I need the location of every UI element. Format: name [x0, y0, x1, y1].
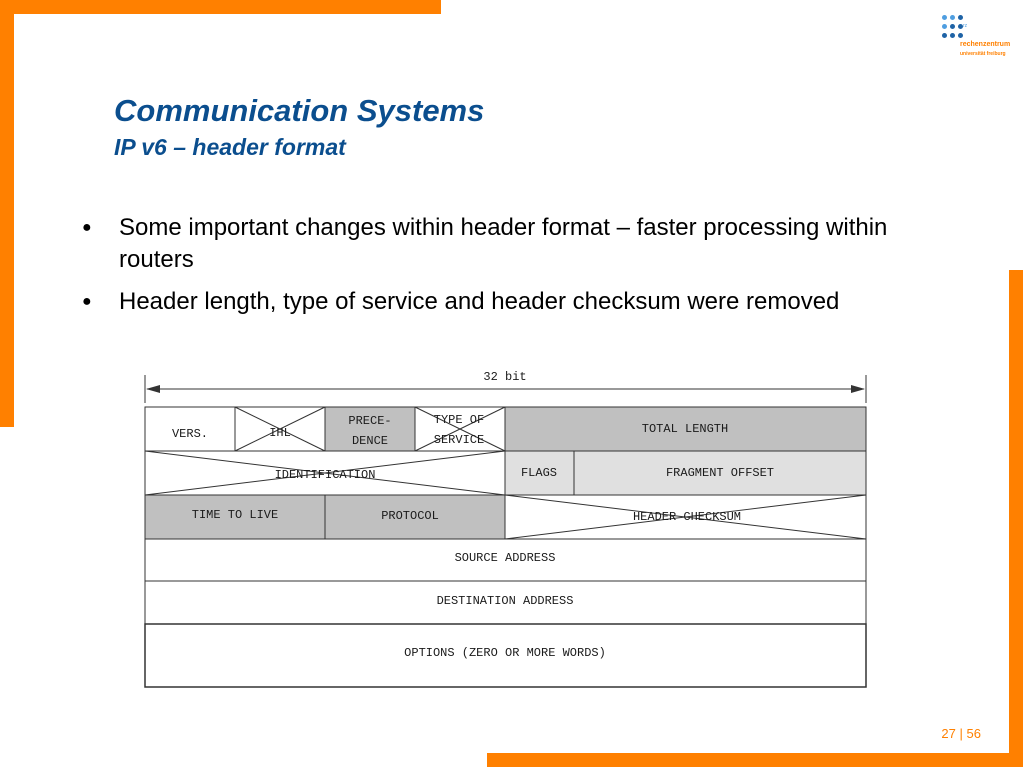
field-protocol-label: PROTOCOL — [381, 509, 439, 523]
bullet-text: Some important changes within header for… — [119, 214, 888, 273]
field-destination-address-label: DESTINATION ADDRESS — [437, 594, 574, 608]
field-source-address — [144, 538, 867, 582]
ip-header-diagram: 32 bit VERS. IHL PRECE- DENCE TYPE OF SE… — [144, 370, 867, 688]
field-ihl-label: IHL — [269, 426, 291, 440]
field-total-length-label: TOTAL LENGTH — [642, 422, 728, 436]
field-total-length — [504, 406, 867, 452]
page-separator: | — [959, 726, 963, 741]
field-vers — [144, 406, 236, 452]
field-destination-address — [144, 580, 867, 625]
logo-rz-label: rz — [963, 23, 968, 29]
field-precedence — [324, 406, 416, 452]
field-source-address-label: SOURCE ADDRESS — [455, 551, 556, 565]
dimension-arrow-right-icon — [851, 385, 865, 393]
field-fragment-offset — [573, 450, 867, 496]
field-protocol — [324, 494, 506, 540]
field-vers-label: VERS. — [172, 427, 208, 441]
field-flags — [504, 450, 575, 496]
field-flags-label: FLAGS — [521, 466, 557, 480]
field-identification-label: IDENTIFICATION — [275, 468, 376, 482]
field-identification-strike — [144, 450, 506, 496]
field-tos-label: SERVICE — [434, 433, 484, 447]
page-current: 27 — [941, 726, 956, 741]
field-precedence-label: PRECE- — [348, 414, 391, 428]
top-accent-bar — [0, 0, 441, 14]
logo-subname: universität freiburg — [960, 51, 1006, 57]
field-time-to-live-label: TIME TO LIVE — [192, 508, 278, 522]
rechenzentrum-logo: rz rechenzentrum universität freiburg — [938, 14, 1011, 64]
field-precedence-label: DENCE — [352, 434, 388, 448]
field-tos-strike — [414, 406, 506, 452]
page-total: 56 — [966, 726, 981, 741]
bullet-list: ● Some important changes within header f… — [82, 212, 962, 328]
bullet-dot-icon: ● — [82, 293, 92, 310]
bullet-dot-icon: ● — [82, 219, 92, 236]
field-fragment-offset-label: FRAGMENT OFFSET — [666, 466, 774, 480]
dimension-arrow-left-icon — [146, 385, 160, 393]
rechenzentrum-dots-icon — [938, 14, 966, 42]
slide-title: Communication Systems — [114, 93, 485, 128]
bottom-accent-bar — [487, 753, 1023, 767]
bullet-text: Header length, type of service and heade… — [119, 288, 840, 315]
left-accent-bar — [0, 0, 14, 427]
slide-subtitle: IP v6 – header format — [114, 134, 346, 160]
page-number: 27 | 56 — [941, 726, 981, 741]
logo-name: rechenzentrum — [960, 41, 1011, 48]
field-ihl-strike — [234, 406, 326, 452]
width-label: 32 bit — [483, 370, 526, 384]
field-options — [144, 623, 867, 688]
bullet-item: ● Some important changes within header f… — [82, 212, 962, 276]
field-tos-label: TYPE OF — [434, 413, 484, 427]
bullet-item: ● Header length, type of service and hea… — [82, 286, 962, 318]
right-accent-bar — [1009, 270, 1023, 767]
field-time-to-live — [144, 494, 326, 540]
field-header-checksum-label: HEADER CHECKSUM — [633, 510, 741, 524]
field-header-checksum-strike — [504, 494, 867, 540]
field-options-label: OPTIONS (ZERO OR MORE WORDS) — [404, 646, 606, 660]
